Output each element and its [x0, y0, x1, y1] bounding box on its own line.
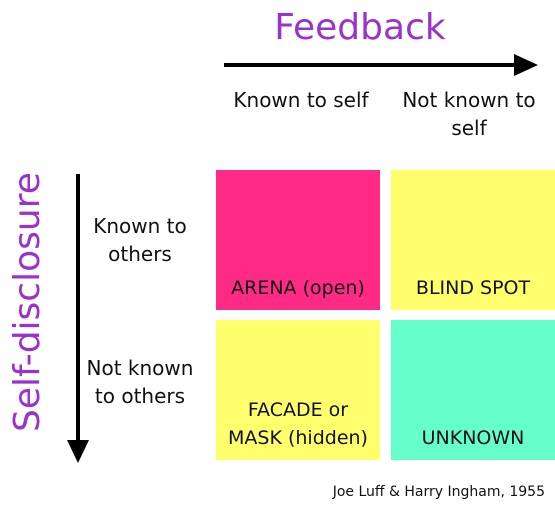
credit-text: Joe Luff & Harry Ingham, 1955: [332, 484, 545, 500]
quadrant-arena: ARENA (open): [216, 170, 380, 310]
quadrant-blind-spot: BLIND SPOT: [391, 170, 555, 310]
quadrant-label: ARENA (open): [231, 277, 365, 299]
column-label-not-known-to-self: Not known to self: [402, 88, 536, 140]
quadrant-label: UNKNOWN: [421, 427, 525, 449]
quadrant-facade: FACADE or MASK (hidden): [216, 320, 380, 460]
feedback-arrow: [224, 54, 538, 76]
quadrant-label: BLIND SPOT: [415, 277, 531, 299]
feedback-title: Feedback: [274, 7, 446, 48]
row-label-known-to-others: Known to others: [93, 214, 187, 266]
column-label-known-to-self: Known to self: [233, 88, 369, 112]
quadrant-unknown: UNKNOWN: [391, 320, 555, 460]
self-disclosure-arrow: [67, 174, 89, 463]
row-label-not-known-to-others: Not known to others: [86, 356, 194, 408]
quadrant-label: FACADE or MASK (hidden): [228, 399, 368, 449]
